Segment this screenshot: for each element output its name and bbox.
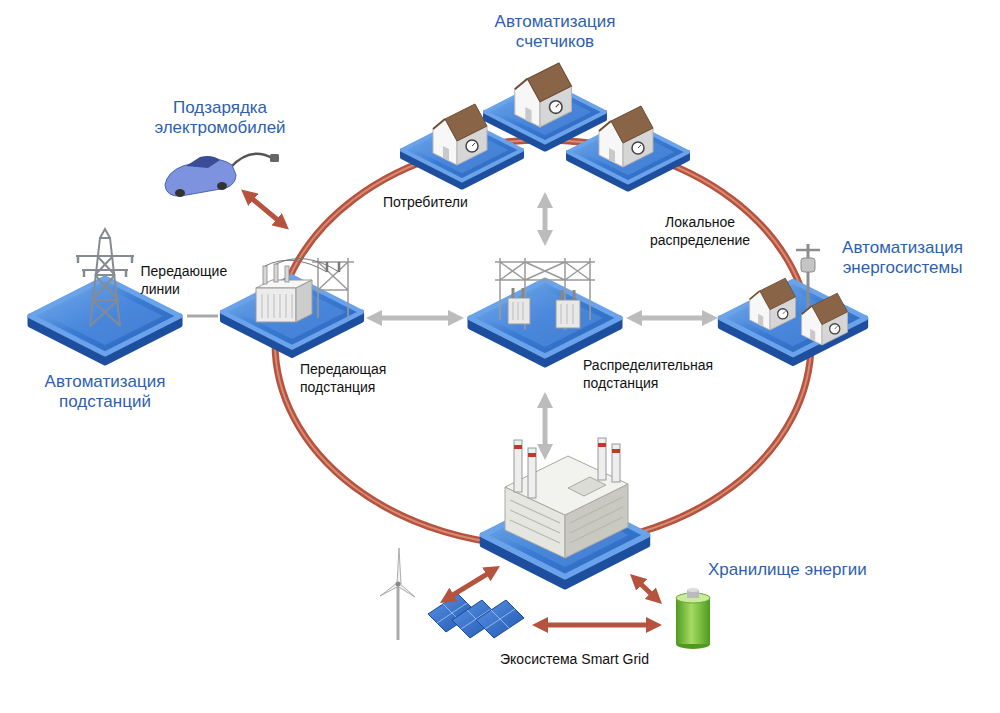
- consumer-house: [599, 106, 653, 167]
- tower-crossarms: [76, 229, 134, 270]
- bushings: [513, 288, 574, 300]
- consumer-house: [515, 63, 572, 127]
- lattice-frame: [495, 258, 595, 330]
- transformer: [556, 300, 580, 328]
- feature-heading: Хранилище энергии: [708, 560, 908, 580]
- car-wheel: [175, 189, 185, 197]
- battery: [676, 588, 710, 649]
- distribution-substation-node: Распределительная подстанция: [468, 250, 622, 386]
- ev-charging-node: Подзарядка электромобилей: [158, 148, 238, 200]
- flow-arrow: [542, 622, 652, 627]
- energy-storage-node: Хранилище энергии: [666, 590, 718, 648]
- flow-arrow: [543, 202, 548, 236]
- flow-arrow: [376, 316, 454, 321]
- node-label: Распределительная подстанция: [583, 356, 753, 392]
- feature-heading: Автоматизация подстанций: [20, 372, 190, 412]
- terminal-top: [687, 588, 699, 592]
- power-plant: [505, 438, 628, 558]
- pole: [807, 244, 810, 315]
- pole-crossarm: [796, 249, 820, 252]
- bushing: [274, 264, 278, 282]
- transmission-substation: [256, 258, 354, 322]
- electric-car: [165, 154, 279, 197]
- tower-bracing: [90, 256, 120, 326]
- grid-ring-highlight: [275, 140, 811, 546]
- transmission-tower: [76, 229, 134, 326]
- generation-arrow: [449, 571, 492, 597]
- plant-feed-arrow: [543, 402, 548, 450]
- feature-heading: Подзарядка электромобилей: [140, 98, 300, 138]
- car-windows: [186, 156, 220, 168]
- node-label: Потребители: [383, 193, 493, 211]
- feature-heading: Автоматизация счетчиков: [465, 12, 645, 52]
- edge-label: Передающие линии: [141, 262, 241, 298]
- turbine-hub: [396, 582, 401, 587]
- flow-arrow: [636, 316, 708, 321]
- transmission-substation-node: Передающая подстанция: [222, 232, 362, 404]
- charging-plug: [270, 154, 279, 162]
- car-wheel: [217, 182, 227, 190]
- turbine-blade: [397, 548, 401, 584]
- transformer: [508, 298, 530, 324]
- flow-arrow: [249, 196, 281, 223]
- wind-turbine: [380, 548, 415, 640]
- node-label: Экосистема Smart Grid: [500, 650, 690, 668]
- chimney-bands: [514, 445, 620, 455]
- bushing: [285, 266, 289, 282]
- local-house: [750, 278, 796, 330]
- consumers-node: Автоматизация счетчиковПотребители: [397, 70, 693, 188]
- bushing: [263, 266, 267, 284]
- radiator-fins: [262, 294, 292, 318]
- local-house: [802, 293, 848, 345]
- plant-windows: [510, 497, 623, 543]
- transformer-fins: [513, 302, 573, 324]
- distribution-substation: [495, 258, 595, 330]
- bus-wire: [265, 259, 339, 272]
- transmission-line: [187, 314, 218, 317]
- node-label: Локальное распределение: [644, 213, 756, 249]
- local-distribution-node: Локальное распределениеАвтоматизация эне…: [722, 240, 867, 396]
- node-label: Передающая подстанция: [300, 360, 420, 396]
- node-label: Автоматизация энергосистемы: [820, 238, 985, 278]
- battery-body: [676, 598, 710, 644]
- platform-tile: [222, 277, 362, 356]
- grid-ring: [275, 140, 811, 546]
- transformer-side: [296, 280, 312, 322]
- pole-transformer: [801, 258, 815, 272]
- transformer-front: [256, 288, 296, 322]
- charging-cable: [230, 154, 272, 168]
- platform-tile: [470, 280, 620, 365]
- solar-panel-unit: [476, 600, 524, 638]
- insulators: [78, 256, 132, 277]
- consumer-house: [433, 104, 487, 165]
- renewables-node: Экосистема Smart Grid: [375, 572, 528, 656]
- tower-legs: [90, 238, 120, 326]
- turbine-tower: [397, 586, 400, 640]
- storage-arrow: [637, 581, 654, 597]
